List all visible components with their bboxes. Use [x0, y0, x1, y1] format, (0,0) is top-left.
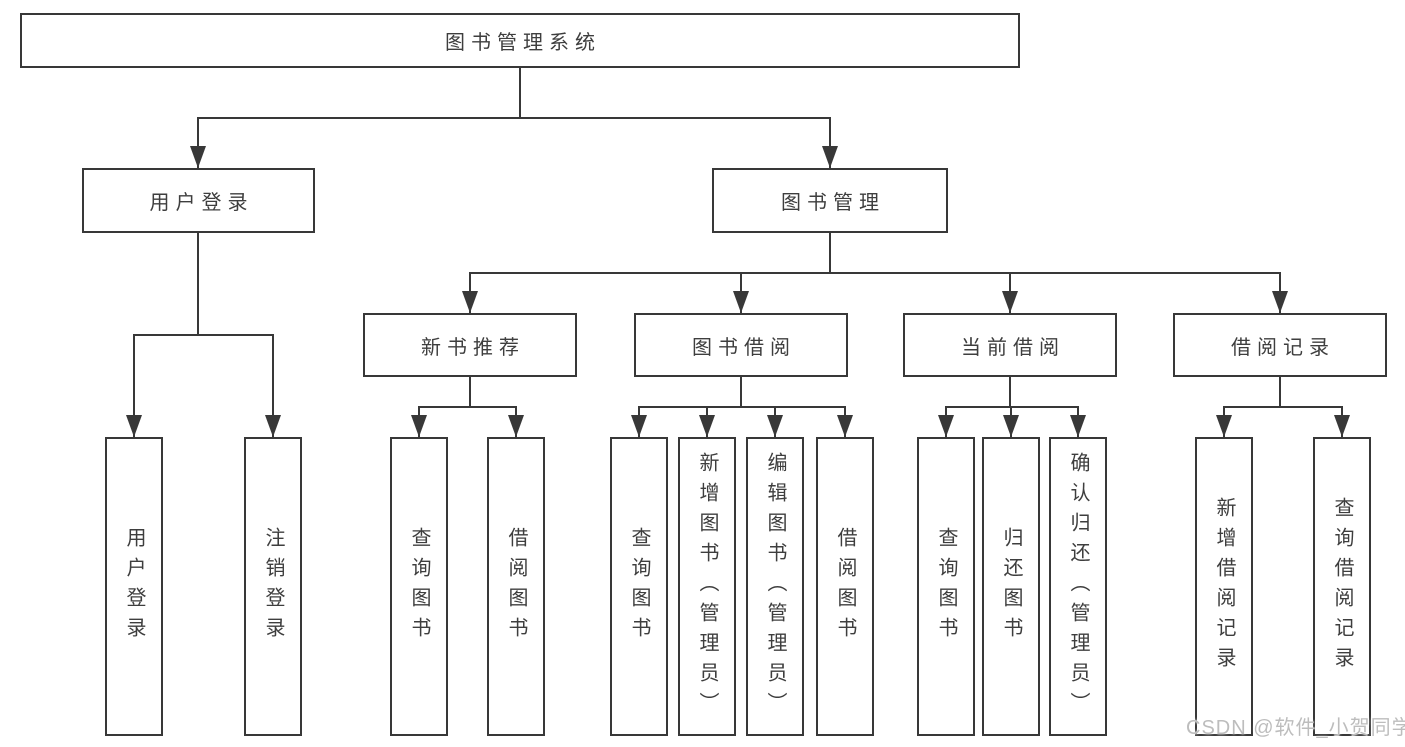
- node-label: 借阅图书: [505, 526, 527, 647]
- connector-line: [197, 233, 199, 335]
- node-user-login: 用户登录: [82, 168, 315, 233]
- arrowhead-icon: [508, 415, 524, 437]
- node-label: 新书推荐: [421, 336, 525, 359]
- connector-line: [418, 406, 517, 408]
- arrowhead-icon: [190, 146, 206, 168]
- node-label: 用户登录: [123, 526, 145, 647]
- node-label: 查询图书: [935, 526, 957, 647]
- connector-line: [829, 233, 831, 273]
- arrowhead-icon: [767, 415, 783, 437]
- leaf-user-login: 用户登录: [105, 437, 163, 736]
- arrowhead-icon: [411, 415, 427, 437]
- leaf-return-books: 归还图书: [982, 437, 1040, 736]
- node-book-borrow: 图书借阅: [634, 313, 848, 377]
- node-label: 编辑图书（管理员）: [764, 451, 786, 722]
- node-label: 查询借阅记录: [1331, 496, 1353, 677]
- connector-line: [469, 272, 1281, 274]
- arrowhead-icon: [265, 415, 281, 437]
- connector-line: [519, 68, 521, 118]
- arrowhead-icon: [837, 415, 853, 437]
- arrowhead-icon: [1070, 415, 1086, 437]
- connector-line: [638, 406, 846, 408]
- arrowhead-icon: [733, 291, 749, 313]
- connector-line: [197, 117, 831, 119]
- node-label: 图书管理: [781, 192, 885, 214]
- arrowhead-icon: [126, 415, 142, 437]
- arrowhead-icon: [1003, 415, 1019, 437]
- node-borrow-records: 借阅记录: [1173, 313, 1387, 377]
- connector-line: [469, 377, 471, 407]
- arrowhead-icon: [1216, 415, 1232, 437]
- leaf-borrow-books: 借阅图书: [487, 437, 545, 736]
- arrowhead-icon: [631, 415, 647, 437]
- connector-line: [272, 334, 274, 437]
- node-label: 新增图书（管理员）: [696, 451, 718, 722]
- leaf-query-borrow-record: 查询借阅记录: [1313, 437, 1371, 736]
- arrowhead-icon: [462, 291, 478, 313]
- node-book-management: 图书管理: [712, 168, 948, 233]
- leaf-edit-books-admin: 编辑图书（管理员）: [746, 437, 804, 736]
- node-label: 归还图书: [1000, 526, 1022, 647]
- arrowhead-icon: [699, 415, 715, 437]
- node-new-book-recommend: 新书推荐: [363, 313, 577, 377]
- leaf-add-borrow-record: 新增借阅记录: [1195, 437, 1253, 736]
- node-label: 图书借阅: [692, 336, 796, 359]
- leaf-query-books: 查询图书: [917, 437, 975, 736]
- arrowhead-icon: [822, 146, 838, 168]
- leaf-add-books-admin: 新增图书（管理员）: [678, 437, 736, 736]
- leaf-query-books: 查询图书: [610, 437, 668, 736]
- connector-line: [197, 117, 199, 168]
- node-label: 查询图书: [628, 526, 650, 647]
- connector-line: [740, 377, 742, 407]
- leaf-confirm-return-admin: 确认归还（管理员）: [1049, 437, 1107, 736]
- node-current-borrow: 当前借阅: [903, 313, 1117, 377]
- node-label: 确认归还（管理员）: [1067, 451, 1089, 722]
- node-label: 新增借阅记录: [1213, 496, 1235, 677]
- connector-line: [829, 117, 831, 168]
- csdn-watermark: CSDN @软件_小贺同学: [1186, 717, 1405, 739]
- arrowhead-icon: [938, 415, 954, 437]
- connector-line: [1279, 377, 1281, 407]
- leaf-logout: 注销登录: [244, 437, 302, 736]
- arrowhead-icon: [1272, 291, 1288, 313]
- node-label: 借阅图书: [834, 526, 856, 647]
- arrowhead-icon: [1002, 291, 1018, 313]
- node-label: 用户登录: [149, 192, 254, 214]
- connector-line: [1009, 377, 1011, 407]
- node-label: 借阅记录: [1231, 336, 1335, 359]
- connector-line: [1223, 406, 1343, 408]
- connector-line: [945, 406, 1079, 408]
- node-root: 图书管理系统: [20, 13, 1020, 68]
- leaf-query-books: 查询图书: [390, 437, 448, 736]
- node-label: 当前借阅: [961, 336, 1065, 359]
- leaf-borrow-books: 借阅图书: [816, 437, 874, 736]
- node-label: 图书管理系统: [445, 32, 601, 54]
- arrowhead-icon: [1334, 415, 1350, 437]
- node-label: 查询图书: [408, 526, 430, 647]
- connector-line: [133, 334, 135, 437]
- node-label: 注销登录: [262, 526, 284, 647]
- connector-line: [133, 334, 274, 336]
